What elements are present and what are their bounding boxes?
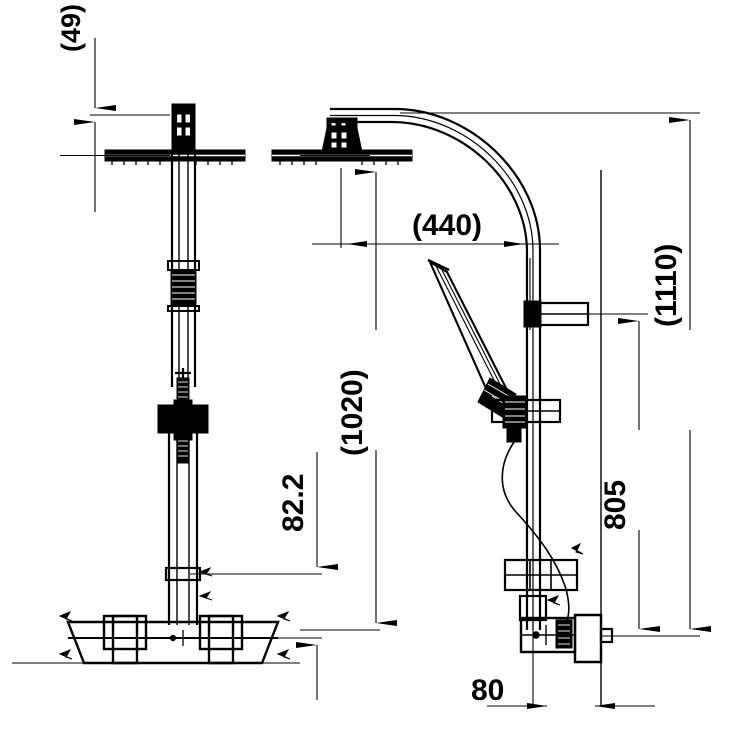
dimension-49 [60,38,170,212]
front-head-joint [321,117,363,153]
dimension-label-82-2: 82.2 [277,474,310,532]
dimension-1110 [400,112,711,637]
side-lower-pipe [167,433,199,625]
front-view [271,107,614,664]
front-riser-rail [525,306,542,630]
side-shower-head [104,149,246,165]
dimension-label-805: 805 [599,480,632,530]
hose-break-mark [570,542,584,555]
shower-hose [501,441,570,625]
dimension-805 [560,313,660,637]
dimension-440 [312,168,559,330]
dimension-label-49: (49) [56,4,86,52]
dimension-label-80: 80 [471,674,504,707]
front-lower-slider [503,558,579,592]
side-view [58,103,291,665]
dimension-label-1110: (1110) [650,244,683,327]
side-head-joint [171,103,196,152]
side-lower-bracket [157,368,209,464]
dimension-label-440: (440) [412,209,482,242]
side-upper-sleeve [167,260,200,312]
hand-shower-holder [490,395,562,443]
dimension-label-1020: (1020) [336,369,369,456]
front-view-centreline [532,170,602,706]
dimension-1020 [300,154,397,631]
front-gooseneck-arm [330,107,542,315]
dimension-82-2 [190,452,338,700]
